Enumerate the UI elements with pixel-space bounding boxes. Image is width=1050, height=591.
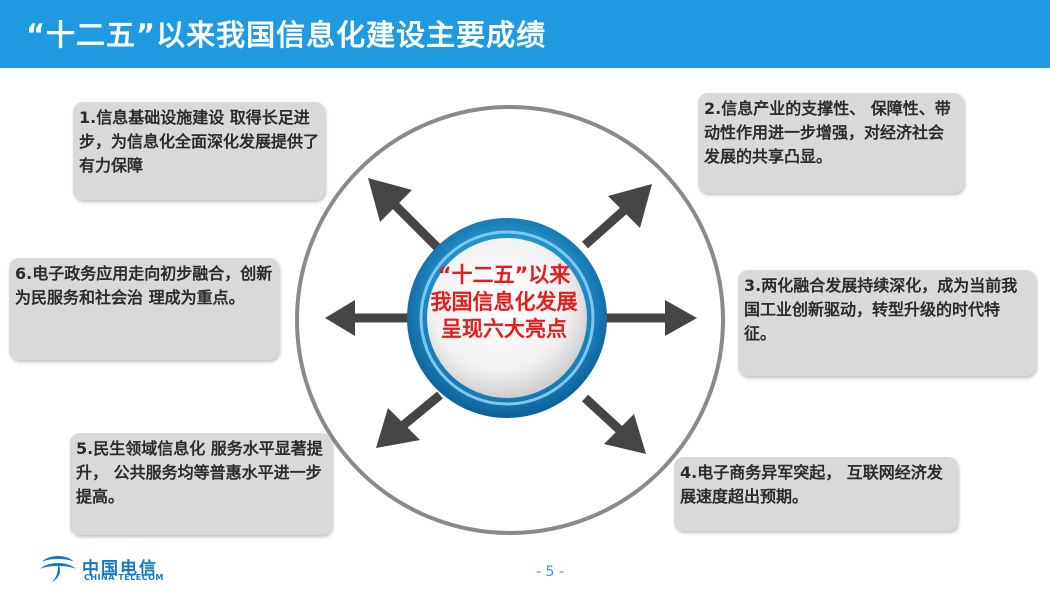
arrow-up-right [582, 184, 652, 249]
center-disc-rim [419, 230, 595, 406]
highlight-box-1: 1.信息基础设施建设 取得长足进步，为信息化全面深化发展提供了有力保障 [73, 102, 325, 200]
highlight-text-1: 1.信息基础设施建设 取得长足进步，为信息化全面深化发展提供了有力保障 [79, 108, 320, 175]
highlight-text-2: 2.信息产业的支撑性、 保障性、带动性作用进一步增强，对经济社会发展的共享凸显。 [704, 99, 951, 166]
logo-chinese-text: 中国电信 [82, 559, 158, 579]
highlight-box-6: 6.电子政务应用走向初步融合，创新为民服务和社会治 理成为重点。 [9, 258, 279, 360]
highlight-text-5: 5.民生领域信息化 服务水平显著提升， 公共服务均等普惠水平进一步提高。 [76, 439, 323, 506]
highlight-box-5: 5.民生领域信息化 服务水平显著提升， 公共服务均等普惠水平进一步提高。 [70, 433, 332, 535]
arrow-right [600, 300, 697, 336]
center-label: “十二五”以来我国信息化发展呈现六大亮点 [430, 263, 578, 341]
arrow-down-right [581, 394, 646, 454]
page-number: - 5 - [536, 564, 564, 580]
highlight-box-4: 4.电子商务异军突起， 互联网经济发展速度超出预期。 [674, 457, 958, 531]
highlight-box-2: 2.信息产业的支撑性、 保障性、带动性作用进一步增强，对经济社会发展的共享凸显。 [698, 93, 964, 193]
highlight-box-3: 3.两化融合发展持续深化，成为当前我国工业创新驱动，转型升级的时代特征。 [738, 270, 1036, 376]
highlight-text-6: 6.电子政务应用走向初步融合，创新为民服务和社会治 理成为重点。 [15, 264, 273, 307]
center-inner-circle [427, 238, 587, 398]
highlight-text-3: 3.两化融合发展持续深化，成为当前我国工业创新驱动，转型升级的时代特征。 [744, 276, 1018, 343]
title-bar: “十二五”以来我国信息化建设主要成绩 [0, 0, 1050, 68]
arrow-up-left [368, 178, 444, 254]
page-title: “十二五”以来我国信息化建设主要成绩 [26, 18, 547, 52]
china-telecom-logo-icon [40, 556, 76, 582]
logo-english-text: CHINA TELECOM [84, 573, 164, 582]
arrow-down-left [376, 391, 443, 448]
highlight-text-4: 4.电子商务异军突起， 互联网经济发展速度超出预期。 [680, 463, 943, 506]
